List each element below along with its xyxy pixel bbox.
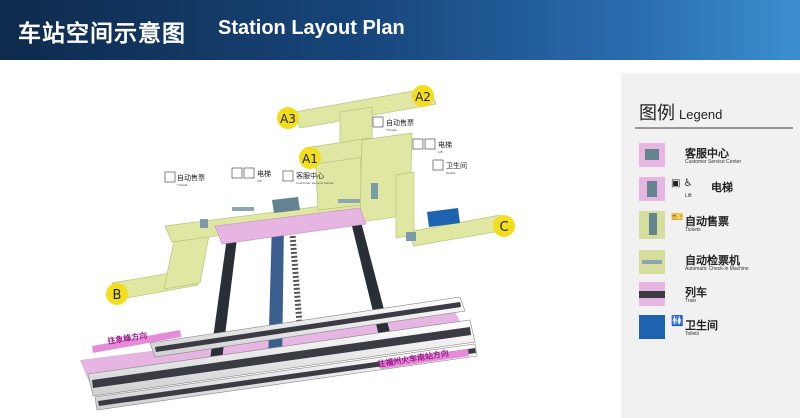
legend-swatch-lift bbox=[639, 177, 665, 201]
header-bar: 车站空间示意图 Station Layout Plan bbox=[0, 0, 800, 60]
support-column-center bbox=[268, 222, 284, 365]
direction-arrow-left bbox=[92, 330, 181, 353]
sign-tickets-upper: 自动售票 Tickets bbox=[372, 116, 414, 132]
legend-swatch-service bbox=[639, 143, 665, 167]
sign-tickets-upper-en: Tickets bbox=[385, 128, 397, 132]
entrance-c: C bbox=[493, 215, 515, 237]
entrance-b-label: B bbox=[113, 288, 122, 303]
legend-title-zh: 图例 bbox=[639, 103, 675, 124]
legend-label-service-en: Customer Service Center bbox=[685, 159, 742, 165]
direction-arrow-right bbox=[380, 349, 469, 369]
legend-swatch-toilets bbox=[639, 315, 665, 339]
legend-swatch-checkin bbox=[639, 250, 665, 274]
legend-title-en: Legend bbox=[679, 107, 723, 122]
entrance-a2: A2 bbox=[412, 85, 434, 107]
check-in-gate-right bbox=[338, 199, 360, 203]
legend-label-checkin-en: Automatic Check-in Machine bbox=[685, 266, 749, 272]
legend-swatch-tickets bbox=[639, 211, 665, 239]
sign-lift-left-zh: 电梯 bbox=[257, 169, 271, 178]
support-column-left bbox=[210, 230, 238, 360]
entrance-b: B bbox=[106, 283, 128, 305]
legend-label-tickets: 自动售票 bbox=[685, 215, 729, 228]
page-title-en: Station Layout Plan bbox=[218, 17, 405, 39]
page-title-zh: 车站空间示意图 bbox=[18, 21, 186, 47]
ticket-machine-upper bbox=[371, 183, 378, 199]
entrance-a1: A1 bbox=[299, 147, 321, 169]
paid-area bbox=[214, 207, 367, 245]
concourse-floor bbox=[111, 87, 507, 300]
legend-panel: 图例 Legend 客服中心 Customer Service Center ▣ … bbox=[621, 73, 800, 418]
entrance-c-label: C bbox=[499, 220, 508, 235]
sign-service-en: Customer Service Center bbox=[296, 181, 334, 185]
sign-lift-right-en: Lift bbox=[438, 150, 444, 154]
sign-tickets-left: 自动售票 Tickets bbox=[164, 171, 205, 187]
entrance-a3-label: A3 bbox=[280, 112, 296, 126]
entrance-a3: A3 bbox=[277, 107, 299, 129]
sign-toilets-en: Toilets bbox=[445, 171, 456, 175]
sign-lift-left-en: Lift bbox=[257, 179, 263, 183]
sign-lift-right: 电梯 Lift bbox=[412, 138, 452, 154]
legend-label-service: 客服中心 bbox=[685, 147, 729, 160]
legend-label-toilets-en: Toilets bbox=[685, 331, 700, 337]
legend-title: 图例 Legend bbox=[639, 99, 722, 125]
sign-lift-left: 电梯 Lift bbox=[231, 167, 271, 183]
service-center bbox=[272, 197, 300, 213]
ticket-machine-left bbox=[200, 219, 208, 228]
toilet-icon: 🚻 bbox=[671, 316, 684, 327]
legend-label-lift-en: Lift bbox=[685, 193, 692, 199]
ticket-icon: 🎫 bbox=[671, 212, 684, 223]
legend-label-train: 列车 bbox=[685, 286, 707, 299]
sign-service-center: 客服中心 Customer Service Center bbox=[282, 170, 334, 185]
escalator bbox=[289, 227, 303, 331]
check-in-gate-left bbox=[232, 207, 254, 211]
legend-label-lift: 电梯 bbox=[711, 181, 733, 194]
legend-label-checkin: 自动检票机 bbox=[685, 254, 740, 267]
sign-tickets-left-zh: 自动售票 bbox=[177, 173, 205, 182]
entrance-a2-label: A2 bbox=[415, 90, 431, 104]
entrance-a1-label: A1 bbox=[302, 152, 318, 166]
sign-lift-right-zh: 电梯 bbox=[438, 140, 452, 149]
legend-label-train-en: Train bbox=[685, 298, 697, 304]
sign-toilets: 卫生间 Toilets bbox=[432, 159, 467, 175]
sign-toilets-zh: 卫生间 bbox=[446, 161, 467, 170]
station-diagram: 往象峰方向 往福州火车南站方向 自动售票 Tickets 电梯 Lift bbox=[80, 85, 515, 411]
sign-tickets-left-en: Tickets bbox=[176, 183, 188, 187]
sign-service-zh: 客服中心 bbox=[296, 171, 324, 180]
legend-divider bbox=[635, 127, 793, 129]
legend-label-toilets: 卫生间 bbox=[685, 319, 718, 332]
sign-tickets-upper-zh: 自动售票 bbox=[386, 118, 414, 127]
legend-swatch-train bbox=[639, 282, 665, 306]
lift-icon: ▣ ♿ bbox=[671, 178, 693, 189]
toilet-block bbox=[427, 208, 460, 227]
legend-label-tickets-en: Tickets bbox=[685, 227, 701, 233]
lift-box bbox=[406, 232, 416, 241]
train-far bbox=[149, 296, 466, 358]
